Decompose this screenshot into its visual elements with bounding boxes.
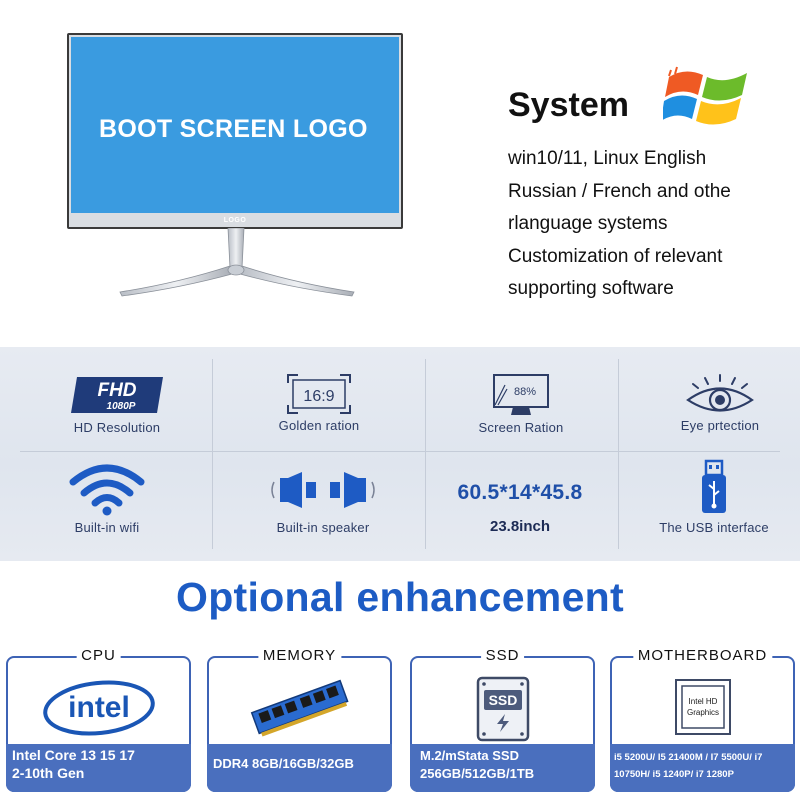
fhd-icon: FHD 1080P [71,377,163,413]
feature-label: Eye prtection [680,418,760,433]
card-spec-line: DDR4 8GB/16GB/32GB [213,756,354,771]
system-title: System [508,86,629,124]
card-spec-panel: M.2/mStata SSD 256GB/512GB/1TB [410,744,595,792]
system-line: supporting software [508,278,674,299]
svg-text:Graphics: Graphics [686,708,718,717]
card-cpu: CPU intel Intel Core 13 15 17 2-10th Gen [6,647,191,792]
card-spec-line: 2-10th Gen [12,765,85,781]
features-panel: FHD 1080P HD Resolution 16:9 Golden rati… [0,347,800,561]
bezel-logo-text: LOGO [223,217,247,224]
feature-divider [20,451,780,452]
feature-label: Built-in wifi [74,520,140,535]
card-motherboard: MOTHERBOARD Intel HD Graphics i5 5200U/ … [610,647,795,792]
feature-divider [425,359,426,549]
svg-text:88%: 88% [514,386,536,398]
card-spec-panel: DDR4 8GB/16GB/32GB [207,744,392,792]
feature-label: The USB interface [659,520,769,535]
card-title: CPU [76,647,121,664]
feature-label: Screen Ration [478,420,564,435]
card-spec-line: 10750H/ i5 1240P/ i7 1280P [614,769,734,780]
svg-text:16:9: 16:9 [303,388,334,405]
card-spec-panel: Intel Core 13 15 17 2-10th Gen [6,744,191,792]
usb-icon [702,459,726,513]
system-line: rlanguage systems [508,213,668,234]
card-title: MEMORY [257,647,342,664]
screen-ratio-icon: 88% [493,374,549,415]
feature-divider [212,359,213,549]
optional-enhancement-title: Optional enhancement [176,574,624,620]
intel-logo-icon: intel [42,680,155,736]
feature-divider [618,359,619,549]
feature-label: Built-in speaker [276,520,370,535]
svg-text:FHD: FHD [97,380,136,401]
feature-label: HD Resolution [73,420,161,435]
ssd-icon: SSD [476,676,529,742]
card-spec-line: M.2/mStata SSD [420,748,519,763]
windows-logo-icon [663,66,747,125]
card-memory: MEMORY DDR4 8GB/16GB/32GB [207,647,392,792]
feature-label: Golden ration [278,418,360,433]
svg-text:SSD: SSD [488,692,517,708]
svg-text:Intel HD: Intel HD [688,697,717,706]
system-line: win10/11, Linux English [508,148,707,169]
monitor-stand [119,228,355,297]
aspect-ratio-icon: 16:9 [287,374,351,414]
system-line: Customization of relevant [508,245,723,267]
card-title: MOTHERBOARD [632,647,773,664]
svg-text:intel: intel [68,691,130,724]
system-description: win10/11, Linux English Russian / French… [508,143,798,306]
screen-size-value: 23.8inch [489,518,551,535]
svg-text:1080P: 1080P [107,401,136,412]
eye-icon [686,374,754,412]
card-spec-line: 256GB/512GB/1TB [420,766,535,781]
boot-screen-logo-text: BOOT SCREEN LOGO [99,115,368,143]
card-spec-line: i5 5200U/ I5 21400M / I7 5500U/ i7 [614,752,763,763]
system-line: Russian / French and othe [508,180,731,202]
speaker-icon [271,472,375,508]
wifi-icon [69,464,145,516]
card-spec-panel: i5 5200U/ I5 21400M / I7 5500U/ i7 10750… [610,744,795,792]
monitor-image: BOOT SCREEN LOGO LOGO [67,33,403,229]
intel-hd-graphics-chip-icon: Intel HD Graphics [674,679,731,735]
monitor-screen: BOOT SCREEN LOGO [71,37,399,213]
dimensions-value: 60.5*14*45.8 [457,481,583,504]
card-ssd: SSD SSD M.2/mStata SSD 256GB/512GB/1TB [410,647,595,792]
card-title: SSD [480,647,525,664]
memory-module-icon [250,679,349,737]
card-spec-line: Intel Core 13 15 17 [12,747,135,763]
